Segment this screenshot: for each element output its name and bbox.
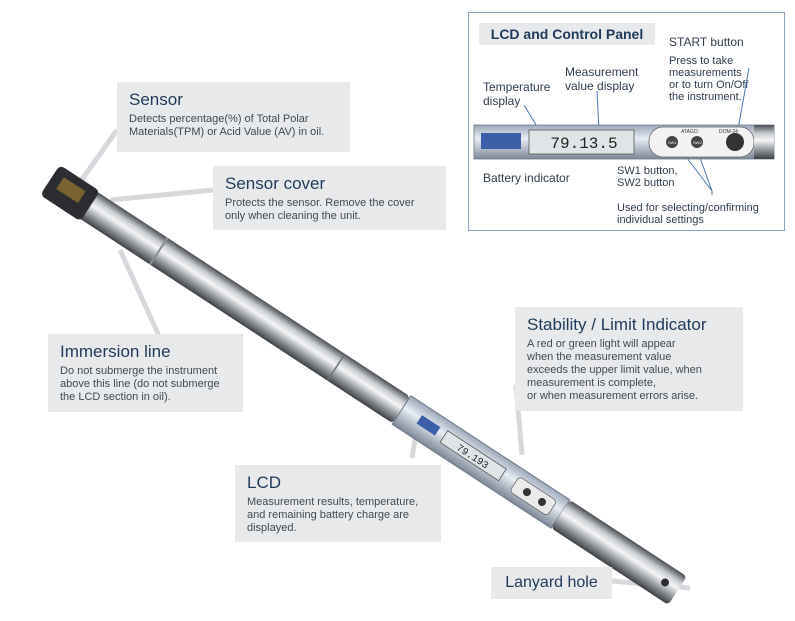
sw1-button-icon xyxy=(666,136,678,148)
lanyard-hole-label: Lanyard hole xyxy=(491,567,612,599)
start-button-label: START button xyxy=(669,35,744,49)
sw1-label: SW1 xyxy=(668,140,677,145)
stability-indicator-desc: A red or green light will appear when th… xyxy=(527,338,702,402)
sensor-cover-callout: Sensor cover Protects the sensor. Remove… xyxy=(213,166,446,230)
sensor-cover-title: Sensor cover xyxy=(225,174,326,193)
start-button-icon xyxy=(726,133,744,151)
temperature-display-label: Temperature display xyxy=(483,80,551,108)
panel-lcd-reading: 79.13.5 xyxy=(550,135,617,153)
sensor-title: Sensor xyxy=(129,90,183,109)
panel-title: LCD and Control Panel xyxy=(479,23,655,45)
sensor-callout: Sensor Detects percentage(%) of Total Po… xyxy=(117,82,350,152)
measurement-display-label: Measurement value display xyxy=(565,65,639,93)
lcd-callout: LCD Measurement results, temperature, an… xyxy=(235,465,441,542)
start-button-desc: Press to take measurements or to turn On… xyxy=(669,55,749,103)
sensor-desc: Detects percentage(%) of Total Polar Mat… xyxy=(129,113,325,138)
immersion-line-callout: Immersion line Do not submerge the instr… xyxy=(48,334,243,412)
lcd-title: LCD xyxy=(247,473,282,492)
panel-model: DOM-24 xyxy=(719,129,738,135)
sw-buttons-desc: Used for selecting/confirming individual… xyxy=(617,202,759,226)
immersion-line-title: Immersion line xyxy=(60,342,171,361)
lcd-desc: Measurement results, temperature, and re… xyxy=(247,496,419,534)
battery-indicator-label: Battery indicator xyxy=(483,171,570,185)
sw-buttons-label: SW1 button, SW2 button xyxy=(617,165,678,189)
stability-indicator-callout: Stability / Limit Indicator A red or gre… xyxy=(515,307,743,411)
stability-indicator-title: Stability / Limit Indicator xyxy=(527,315,707,334)
sw2-label: SW2 xyxy=(693,140,702,145)
lcd-control-panel-inset: LCD and Control Panel Temperature displa… xyxy=(468,12,785,231)
panel-illustration: 79.13.5 ATAGO DOM-24 SW1 SW2 xyxy=(473,67,775,195)
panel-brand: ATAGO xyxy=(681,129,698,135)
device-body: 79.193 xyxy=(42,166,686,604)
immersion-line-desc: Do not submerge the instrument above thi… xyxy=(60,365,220,403)
sensor-cover-desc: Protects the sensor. Remove the cover on… xyxy=(225,197,415,222)
sw2-button-icon xyxy=(691,136,703,148)
